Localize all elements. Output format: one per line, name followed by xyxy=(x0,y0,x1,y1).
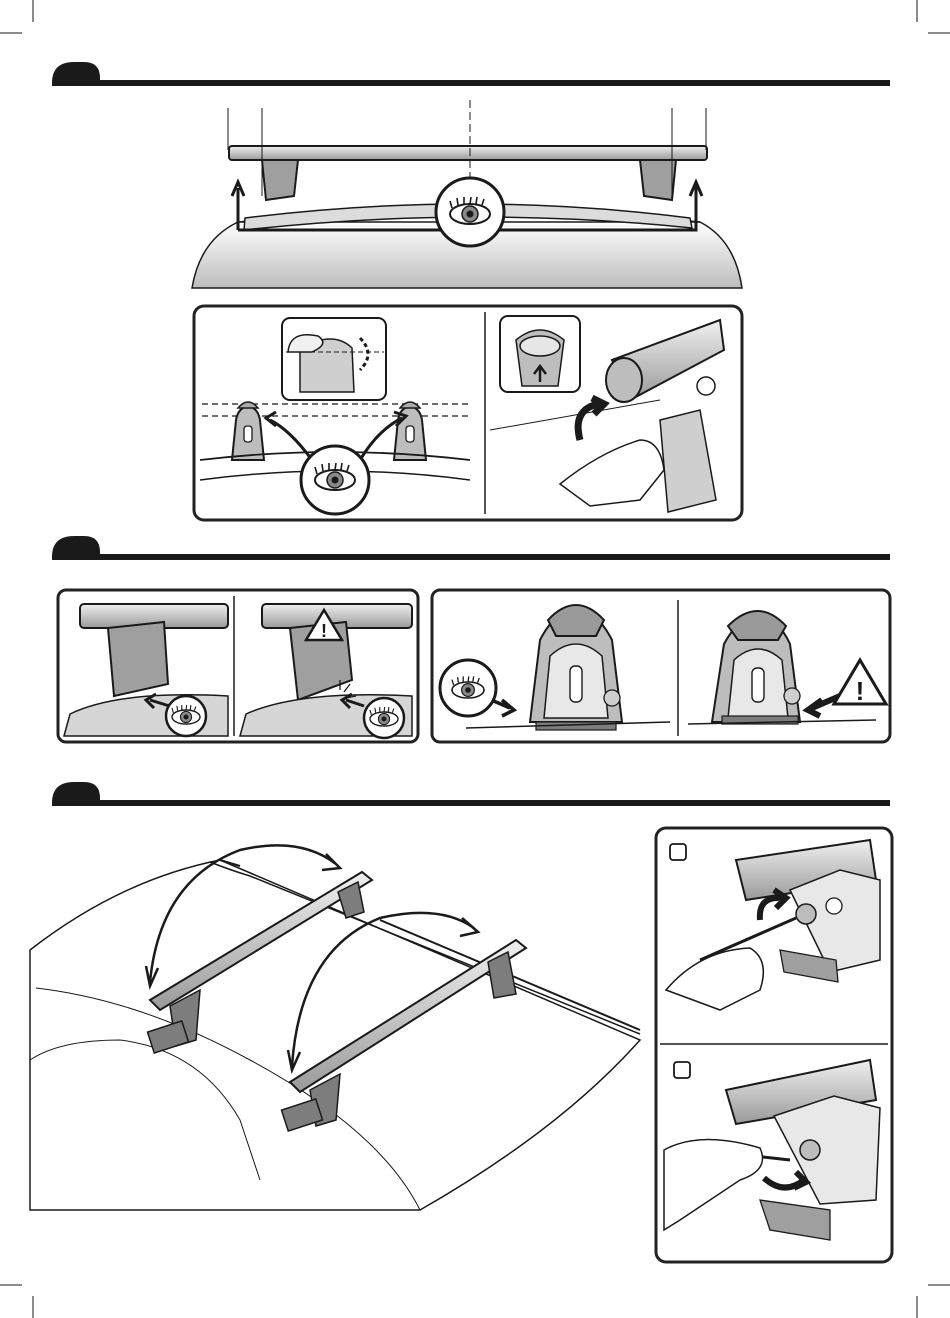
car-roof-bars-illustration xyxy=(30,845,640,1210)
roof-overview-illustration xyxy=(192,100,742,288)
step-3-tightening-panel xyxy=(656,828,892,1262)
step-1-header xyxy=(52,62,890,86)
svg-text:!: ! xyxy=(856,676,865,706)
step-3-header xyxy=(52,782,890,806)
svg-text:!: ! xyxy=(321,621,327,641)
step-2-foot-profile-panel: ! xyxy=(432,590,890,742)
step-2-foot-check-panel: ! xyxy=(58,590,418,742)
step-1-detail-panel xyxy=(194,306,742,520)
step-2-header xyxy=(52,536,890,560)
